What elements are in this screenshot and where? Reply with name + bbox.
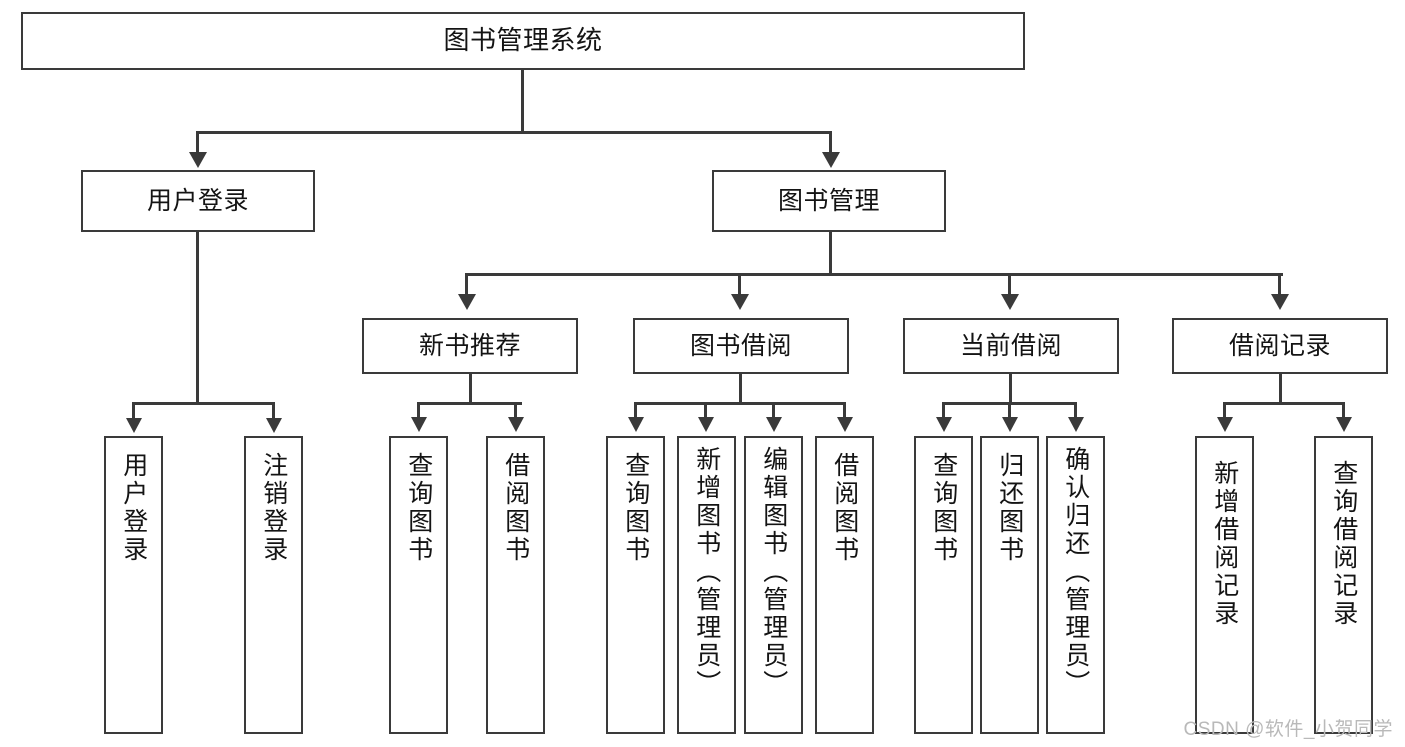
- node-label: 新增借阅记录: [1210, 460, 1239, 628]
- node-label: 图书借阅: [689, 332, 792, 360]
- connector-new-book-stem: [469, 374, 472, 404]
- connector-root-to-user-login: [196, 131, 199, 157]
- node-borrow-record[interactable]: 借阅记录: [1172, 318, 1388, 374]
- watermark-text: CSDN @软件_小贺同学: [1183, 719, 1393, 740]
- node-leaf-return-book[interactable]: 归还图书: [980, 436, 1039, 734]
- node-leaf-query-record[interactable]: 查询借阅记录: [1314, 436, 1373, 734]
- node-label: 新增图书（管理员）: [692, 446, 721, 698]
- arrowhead-book-management: [822, 152, 840, 168]
- arrowhead-leaf-edit-book: [766, 417, 782, 432]
- connector-bm-branch-3: [1008, 273, 1011, 298]
- node-leaf-edit-book[interactable]: 编辑图书（管理员）: [744, 436, 803, 734]
- node-leaf-logout-login[interactable]: 注销登录: [244, 436, 303, 734]
- node-book-borrow[interactable]: 图书借阅: [633, 318, 849, 374]
- connector-root-bus: [196, 131, 832, 134]
- connector-book-management-stem: [829, 232, 832, 275]
- node-leaf-add-book[interactable]: 新增图书（管理员）: [677, 436, 736, 734]
- node-label: 查询图书: [404, 452, 433, 564]
- node-label: 借阅记录: [1228, 332, 1331, 360]
- arrowhead-user-login: [189, 152, 207, 168]
- node-label: 归还图书: [995, 452, 1024, 564]
- connector-borrow-record-stem: [1279, 374, 1282, 404]
- connector-cb-branch-2: [1008, 402, 1011, 418]
- node-leaf-query-book-1[interactable]: 查询图书: [389, 436, 448, 734]
- connector-bm-branch-4: [1278, 273, 1281, 298]
- node-leaf-borrow-book-2[interactable]: 借阅图书: [815, 436, 874, 734]
- arrowhead-current-borrow: [1001, 294, 1019, 310]
- node-label: 查询图书: [621, 452, 650, 564]
- node-label: 查询图书: [929, 452, 958, 564]
- connector-book-management-bus: [465, 273, 1283, 276]
- arrowhead-leaf-query-book-2: [628, 417, 644, 432]
- connector-current-borrow-stem: [1009, 374, 1012, 404]
- arrowhead-new-book-recommend: [458, 294, 476, 310]
- arrowhead-leaf-return-book: [1002, 417, 1018, 432]
- connector-br-branch-2: [1342, 402, 1345, 418]
- connector-borrow-record-bus: [1223, 402, 1345, 405]
- arrowhead-leaf-borrow-book-1: [508, 417, 524, 432]
- connector-user-login-branch-2: [272, 402, 275, 420]
- arrowhead-leaf-query-book-3: [936, 417, 952, 432]
- node-label: 查询借阅记录: [1329, 460, 1358, 628]
- connector-cb-branch-1: [942, 402, 945, 418]
- connector-user-login-branch-1: [132, 402, 135, 420]
- arrowhead-leaf-user-login: [126, 418, 142, 433]
- connector-book-borrow-stem: [739, 374, 742, 404]
- node-leaf-add-record[interactable]: 新增借阅记录: [1195, 436, 1254, 734]
- connector-br-branch-1: [1223, 402, 1226, 418]
- node-label: 注销登录: [259, 452, 288, 564]
- connector-new-book-branch-2: [514, 402, 517, 418]
- arrowhead-leaf-query-book-1: [411, 417, 427, 432]
- connector-bb-branch-2: [704, 402, 707, 418]
- node-label: 确认归还（管理员）: [1061, 446, 1090, 698]
- arrowhead-leaf-query-record: [1336, 417, 1352, 432]
- connector-bb-branch-4: [843, 402, 846, 418]
- connector-bb-branch-3: [772, 402, 775, 418]
- node-leaf-confirm-return[interactable]: 确认归还（管理员）: [1046, 436, 1105, 734]
- connector-bm-branch-2: [738, 273, 741, 298]
- node-leaf-borrow-book-1[interactable]: 借阅图书: [486, 436, 545, 734]
- node-leaf-user-login[interactable]: 用户登录: [104, 436, 163, 734]
- connector-user-login-stem: [196, 232, 199, 404]
- node-label: 借阅图书: [830, 452, 859, 564]
- connector-root-stem: [521, 70, 524, 133]
- node-label: 新书推荐: [418, 332, 521, 360]
- node-label: 图书管理系统: [443, 25, 603, 56]
- arrowhead-leaf-logout-login: [266, 418, 282, 433]
- node-label: 用户登录: [119, 452, 148, 564]
- connector-user-login-bus: [132, 402, 275, 405]
- node-book-management-system[interactable]: 图书管理系统: [21, 12, 1025, 70]
- arrowhead-book-borrow: [731, 294, 749, 310]
- node-label: 借阅图书: [501, 452, 530, 564]
- connector-root-to-book-management: [829, 131, 832, 157]
- node-label: 当前借阅: [959, 332, 1062, 360]
- connector-cb-branch-3: [1074, 402, 1077, 418]
- node-current-borrow[interactable]: 当前借阅: [903, 318, 1119, 374]
- connector-bb-branch-1: [634, 402, 637, 418]
- node-book-management[interactable]: 图书管理: [712, 170, 946, 232]
- arrowhead-leaf-add-record: [1217, 417, 1233, 432]
- node-label: 图书管理: [777, 187, 880, 215]
- node-leaf-query-book-3[interactable]: 查询图书: [914, 436, 973, 734]
- node-user-login[interactable]: 用户登录: [81, 170, 315, 232]
- node-label: 编辑图书（管理员）: [759, 446, 788, 698]
- connector-new-book-branch-1: [417, 402, 420, 418]
- node-new-book-recommend[interactable]: 新书推荐: [362, 318, 578, 374]
- connector-new-book-bus: [417, 402, 522, 405]
- arrowhead-borrow-record: [1271, 294, 1289, 310]
- arrowhead-leaf-confirm-return: [1068, 417, 1084, 432]
- connector-book-borrow-bus: [634, 402, 846, 405]
- arrowhead-leaf-add-book: [698, 417, 714, 432]
- connector-bm-branch-1: [465, 273, 468, 298]
- arrowhead-leaf-borrow-book-2: [837, 417, 853, 432]
- node-leaf-query-book-2[interactable]: 查询图书: [606, 436, 665, 734]
- node-label: 用户登录: [146, 187, 249, 215]
